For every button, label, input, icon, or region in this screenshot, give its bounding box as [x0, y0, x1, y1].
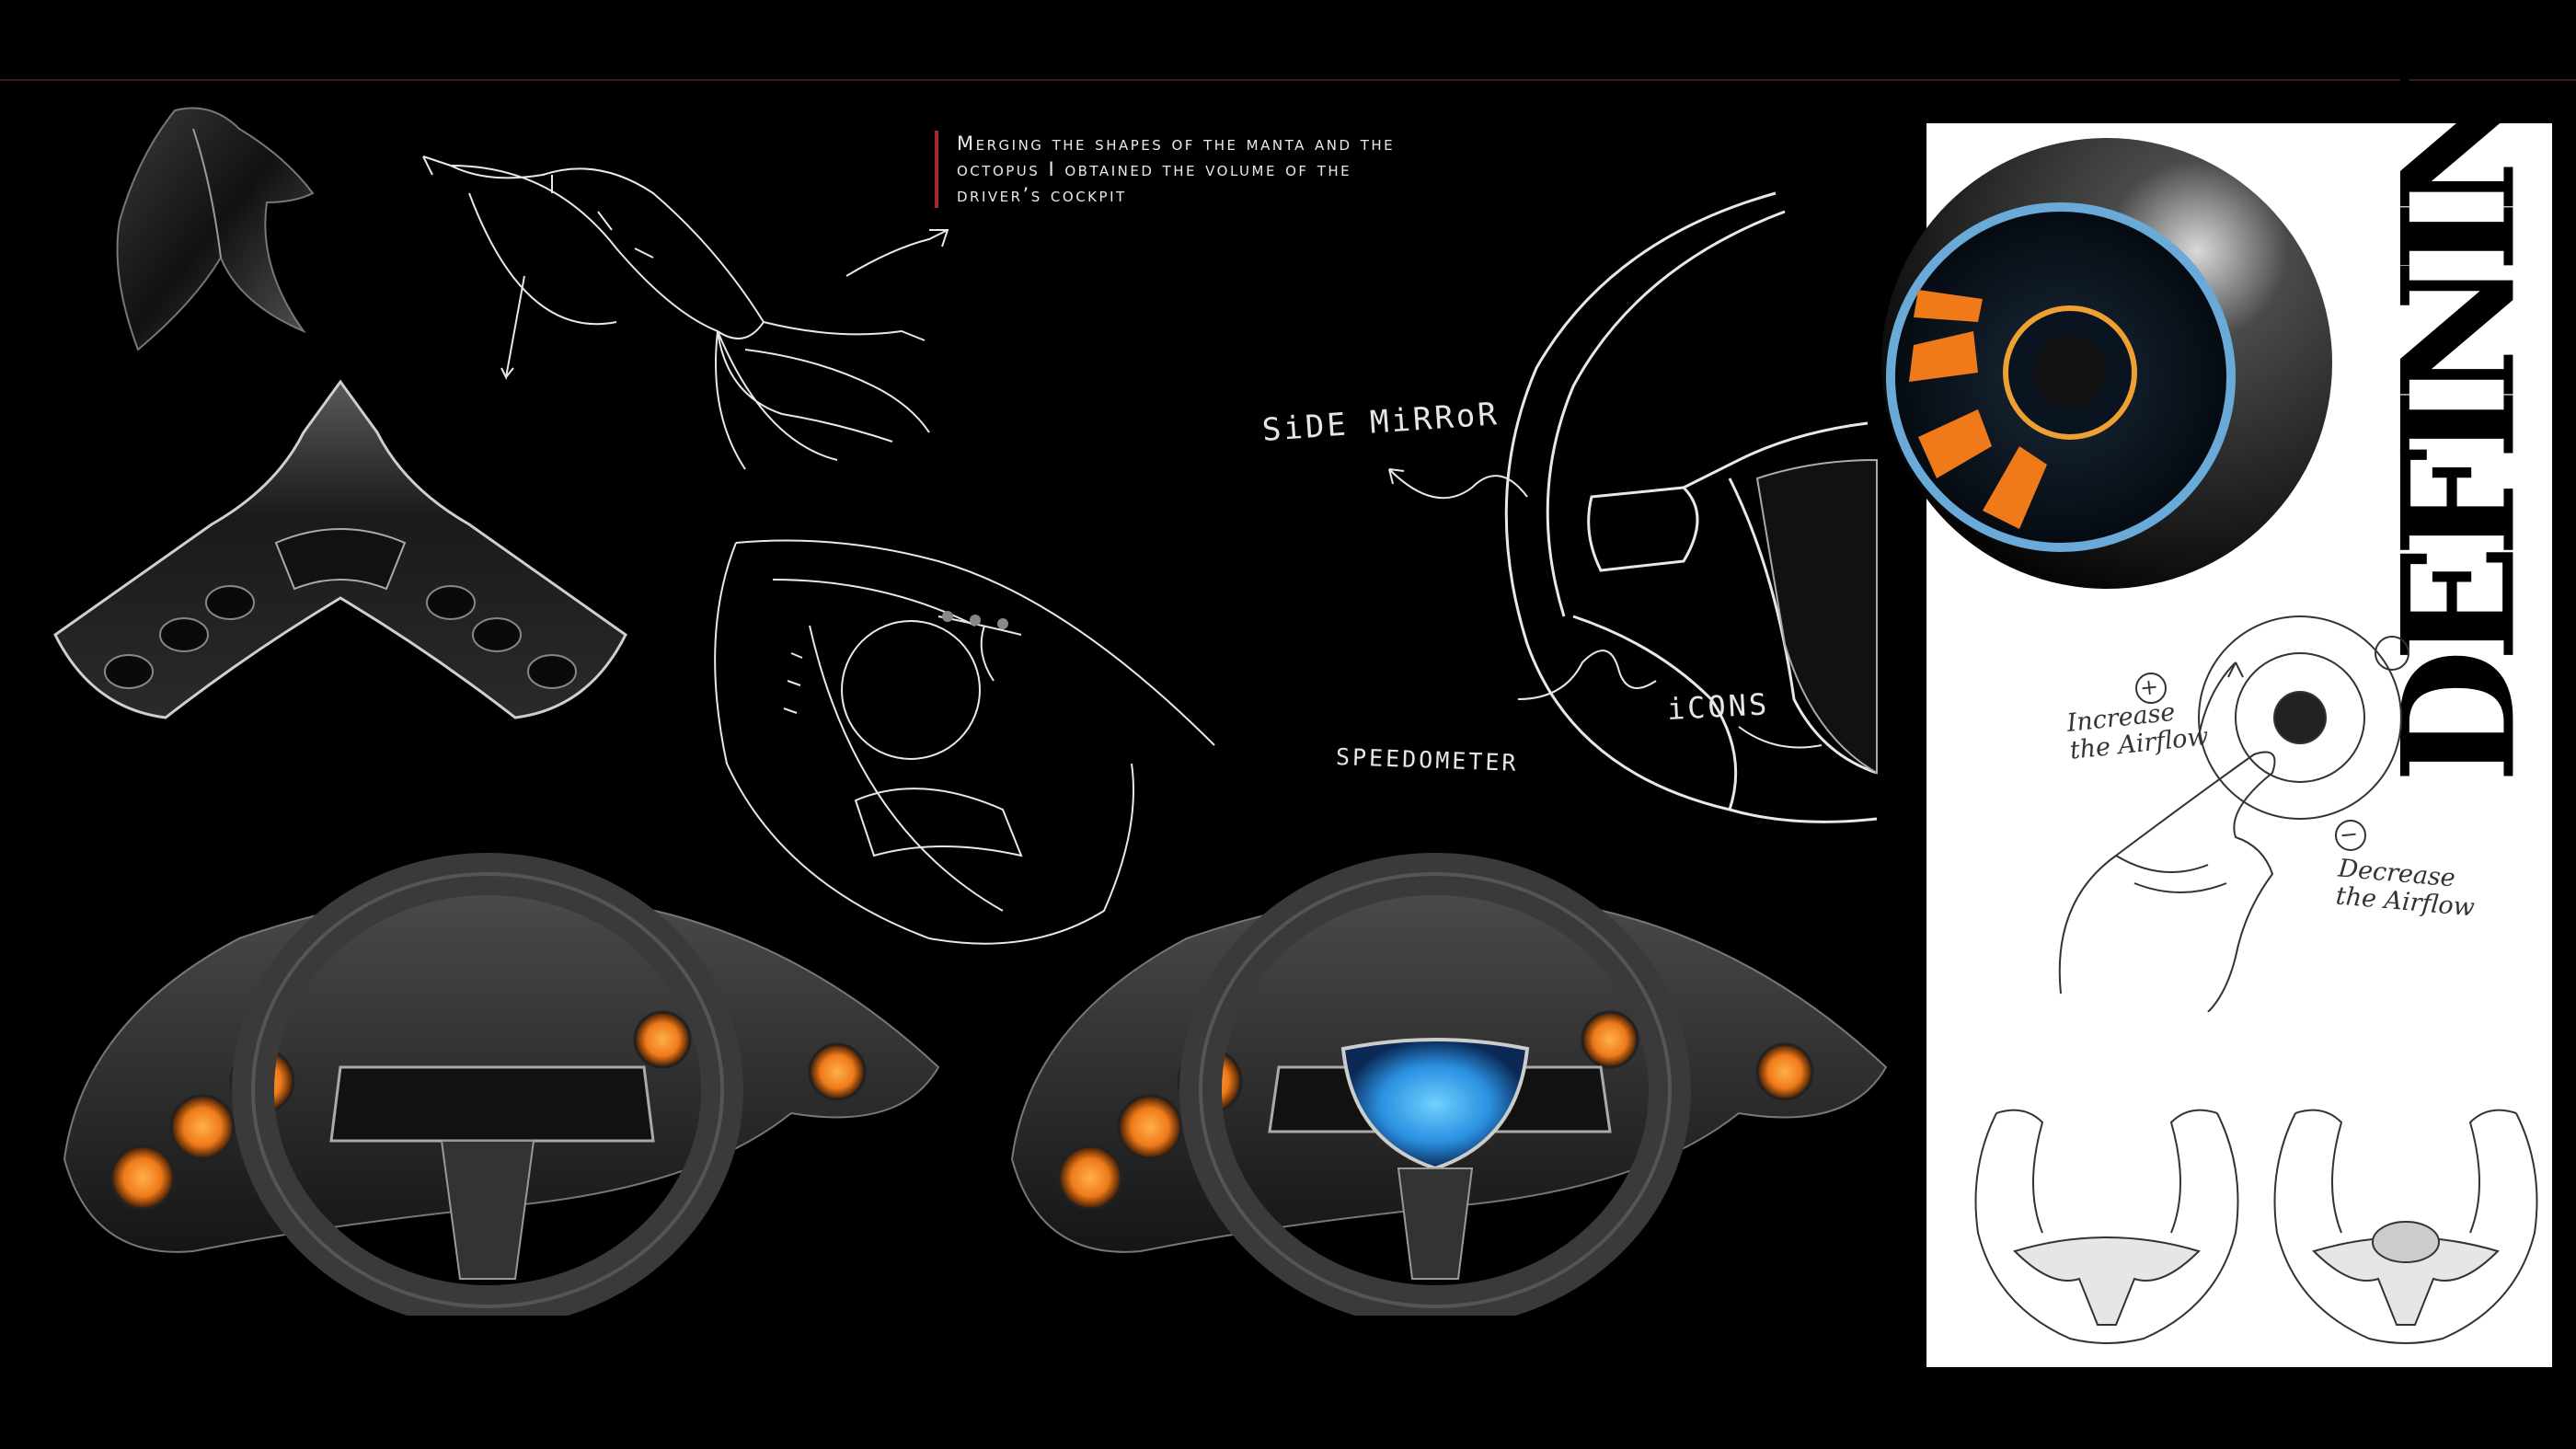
icons-label: iCONS [1666, 686, 1771, 727]
octopus-sketch [422, 155, 949, 470]
airflow-knob-sketch [2058, 615, 2409, 1012]
steering-wheel-render-left [63, 853, 940, 1316]
design-caption: Merging the shapes of the manta and the … [935, 131, 1435, 208]
speedometer-label: SPEEDOMETER [1335, 743, 1519, 776]
minus-symbol: − [2338, 821, 2360, 848]
manta-cockpit-render [53, 379, 627, 719]
defining-heading: DEFINING [2368, 0, 2550, 783]
top-divider-line [0, 79, 2576, 81]
steering-wheel-render-right [1010, 853, 1888, 1316]
manta-sketch [116, 107, 315, 351]
air-vent-sphere-render [1881, 138, 2332, 589]
steering-wheel-sketch-left [1974, 1109, 2239, 1344]
steering-wheel-sketch-right [2273, 1109, 2538, 1344]
cockpit-line-sketch [714, 539, 1215, 945]
steering-wheel-annotated-sketch [1388, 191, 1878, 823]
plus-symbol: + [2138, 673, 2160, 701]
